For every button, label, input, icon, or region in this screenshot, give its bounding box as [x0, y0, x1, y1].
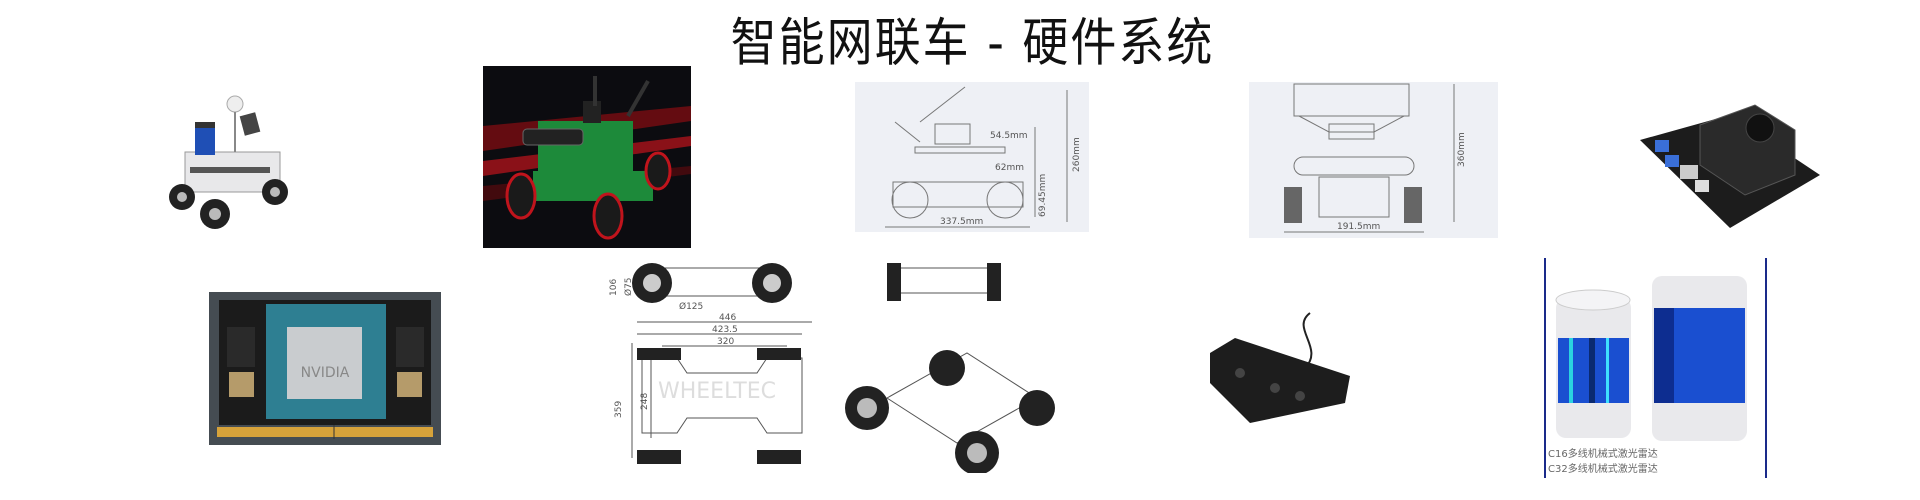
dim-label: 423.5: [712, 325, 738, 335]
dim-label: 54.5mm: [990, 131, 1028, 141]
racing-car-photo: [483, 66, 691, 248]
lidar-caption-c32: C32多线机械式激光雷达: [1548, 464, 1658, 475]
nvidia-logo: NVIDIA: [301, 365, 350, 381]
dim-label: 248: [640, 393, 650, 410]
side-view-drawing: 54.5mm 62mm 69.45mm 260mm 337.5mm: [855, 82, 1089, 232]
depth-camera-photo: [1205, 308, 1365, 430]
dim-label: Ø75: [623, 277, 634, 296]
dim-label: 320: [717, 337, 734, 347]
dim-label: 360mm: [1457, 132, 1467, 167]
dim-label: 62mm: [995, 163, 1024, 173]
robot-car-photo: [160, 92, 330, 237]
jetson-board-photo: [1635, 100, 1823, 230]
dim-label: 106: [609, 279, 619, 296]
dim-label: 337.5mm: [940, 217, 983, 227]
dim-label: 69.45mm: [1038, 174, 1048, 217]
lidar-caption-c16: C16多线机械式激光雷达: [1548, 449, 1658, 460]
dim-label: 260mm: [1072, 137, 1082, 172]
page-title: 智能网联车 - 硬件系统: [730, 12, 1215, 73]
watermark: WHEELTEC: [658, 379, 776, 404]
dim-label: 359: [614, 401, 624, 418]
dim-label: 446: [719, 313, 736, 323]
chassis-drawing: WHEELTEC 106 Ø75 Ø125 446 423.5 320 359 …: [607, 258, 1067, 473]
nvidia-module-photo: NVIDIA: [209, 292, 441, 445]
dim-label: 191.5mm: [1337, 222, 1380, 232]
lidar-photo: [1544, 258, 1768, 478]
dim-label: Ø125: [679, 301, 703, 312]
front-view-drawing: 360mm 191.5mm: [1249, 82, 1498, 238]
